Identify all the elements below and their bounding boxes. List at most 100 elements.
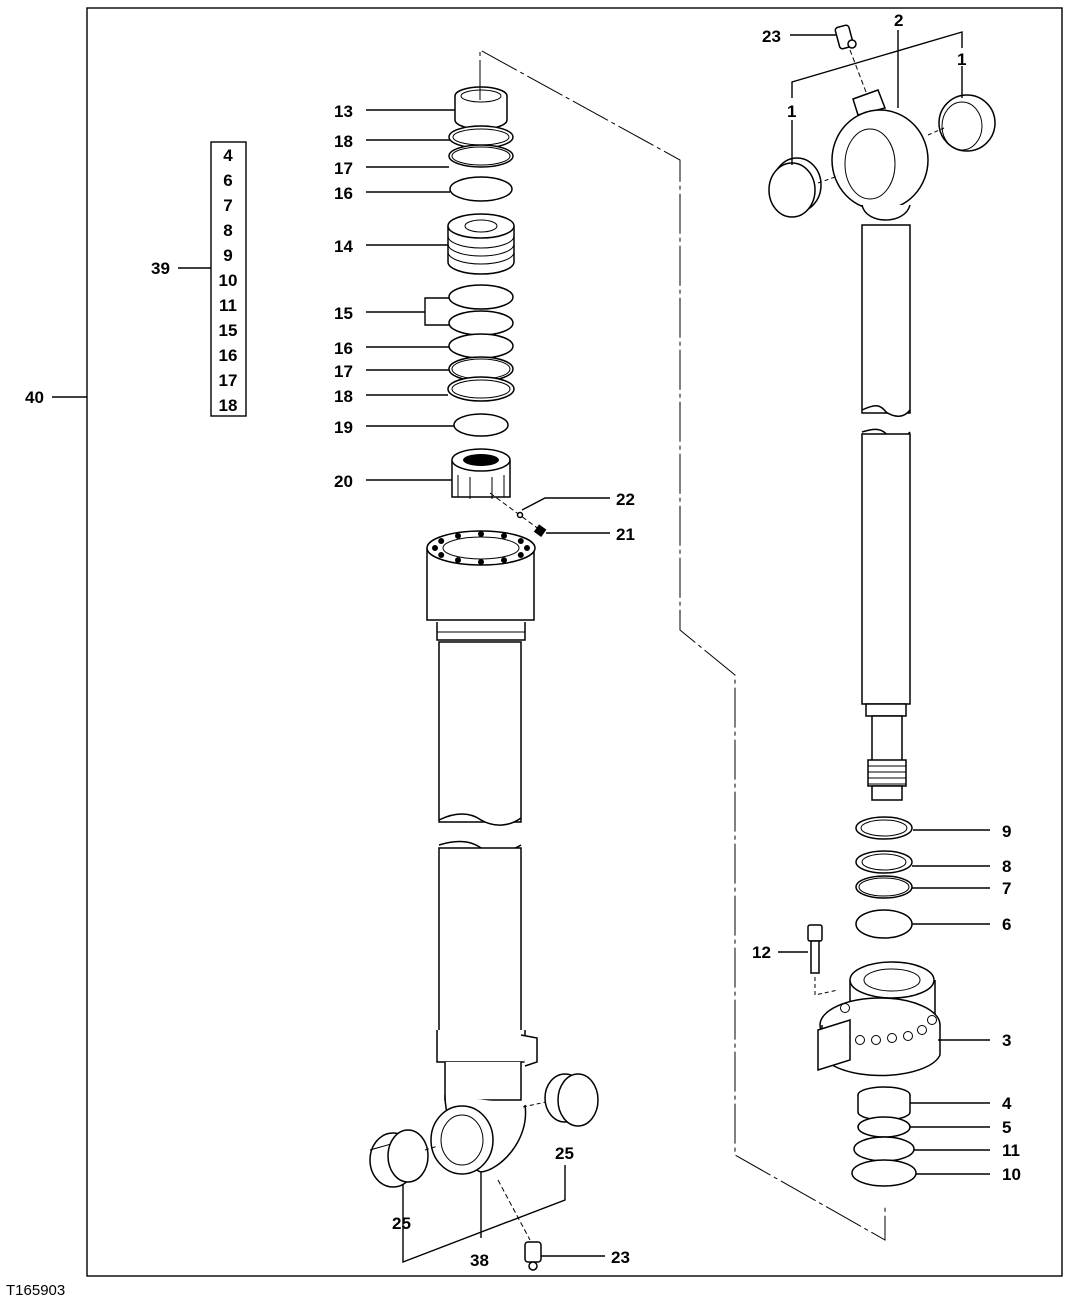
snap-ring-5 [857, 1116, 911, 1138]
diagram-frame [86, 7, 1063, 1277]
callout-14: 14 [334, 237, 353, 256]
flange-bolt-hole [517, 552, 524, 558]
grease-fitting-23-top [834, 24, 857, 50]
callout-17: 17 [334, 159, 353, 178]
assembly-callout-40: 40 [25, 388, 87, 407]
kit-item-8: 8 [223, 221, 232, 240]
callout-4: 4 [1002, 1094, 1012, 1113]
callout-1: 1 [787, 102, 796, 121]
ball-22 [516, 511, 524, 519]
callout-labels-left: 13 18 17 16 14 15 16 17 18 19 20 22 21 2… [334, 102, 635, 1270]
flange-bolt-hole [501, 557, 507, 564]
flange-bolt-hole [478, 559, 484, 565]
callout-2: 2 [894, 11, 903, 30]
rod-assembly [768, 24, 996, 1187]
callout-21: 21 [616, 525, 635, 544]
callout-18: 18 [334, 132, 353, 151]
callout-6: 6 [1002, 915, 1011, 934]
cylinder-barrel [369, 530, 599, 1271]
seal-10 [851, 1159, 917, 1187]
nut-20 [451, 448, 511, 499]
assembly-path-line [479, 49, 886, 1241]
seal-8 [855, 850, 913, 874]
grease-fitting-23-bottom [524, 1241, 542, 1271]
ring-7 [855, 875, 913, 899]
callout-labels-right: 23 2 1 1 9 8 7 6 12 3 4 5 11 10 [752, 11, 1021, 1184]
bushing-1-left [768, 157, 822, 218]
head-bolt-hole [927, 1015, 937, 1025]
oring-16a [449, 176, 513, 202]
flange-bolt-hole [432, 545, 438, 551]
callout-25: 25 [555, 1144, 574, 1163]
kit-item-9: 9 [223, 246, 232, 265]
oring-6 [855, 909, 913, 939]
kit-item-7: 7 [223, 196, 232, 215]
callout-leaders-right [778, 30, 990, 1175]
ring-11 [853, 1136, 915, 1162]
bushing-25-right [544, 1073, 599, 1127]
callout-15: 15 [334, 304, 353, 323]
flange-bolt-hole [517, 538, 524, 544]
kit-item-11: 11 [219, 296, 237, 315]
callout-9: 9 [1002, 822, 1011, 841]
ring-15b [448, 310, 514, 336]
callout-19: 19 [334, 418, 353, 437]
bolt-12 [807, 924, 823, 974]
kit-item-17: 17 [219, 371, 238, 390]
kit-item-16: 16 [219, 346, 238, 365]
svg-text:39: 39 [151, 259, 170, 278]
bushing-25-left [369, 1129, 429, 1188]
kit-item-4: 4 [223, 146, 233, 165]
flange-bolt-hole [455, 532, 461, 539]
setscrew-21 [533, 524, 547, 537]
flange-bolt-hole [478, 531, 484, 537]
kit-item-6: 6 [223, 171, 232, 190]
callout-leaders-left [366, 109, 610, 1264]
head-bolt-hole [871, 1035, 881, 1045]
head-bolt-hole [840, 1003, 850, 1013]
flange-bolt-hole [438, 552, 445, 558]
callout-18: 18 [334, 387, 353, 406]
flange-bolt-hole [438, 538, 445, 544]
wear-ring-13 [454, 86, 508, 130]
callout-5: 5 [1002, 1118, 1011, 1137]
callout-22: 22 [616, 490, 635, 509]
ring-18b [447, 376, 515, 402]
kit-item-15: 15 [219, 321, 238, 340]
callout-10: 10 [1002, 1165, 1021, 1184]
callout-23: 23 [762, 27, 781, 46]
svg-text:40: 40 [25, 388, 44, 407]
head-bolt-hole [903, 1031, 913, 1041]
washer-19 [453, 413, 509, 437]
figure-id: T165903 [6, 1282, 65, 1299]
piston-components [447, 86, 547, 537]
kit-item-10: 10 [219, 271, 238, 290]
ring-15a [448, 284, 514, 310]
flange-bolt-hole [501, 532, 507, 539]
callout-12: 12 [752, 943, 771, 962]
callout-1: 1 [957, 50, 966, 69]
oring-16b [448, 333, 514, 359]
callout-23: 23 [611, 1248, 630, 1267]
ring-17a [448, 144, 514, 168]
bushing-4 [857, 1086, 911, 1121]
flange-bolt-hole [455, 557, 461, 564]
callout-17: 17 [334, 362, 353, 381]
callout-11: 11 [1002, 1141, 1020, 1160]
seal-9 [855, 816, 913, 840]
callout-38: 38 [470, 1251, 489, 1270]
callout-25: 25 [392, 1214, 411, 1233]
flange-bolt-hole [524, 545, 530, 551]
callout-7: 7 [1002, 879, 1011, 898]
head-bolt-hole [855, 1035, 865, 1045]
callout-3: 3 [1002, 1031, 1011, 1050]
cylinder-head-3 [817, 961, 941, 1077]
callout-16: 16 [334, 184, 353, 203]
piston-14 [447, 213, 515, 275]
head-bolt-hole [917, 1025, 927, 1035]
callout-13: 13 [334, 102, 353, 121]
callout-16: 16 [334, 339, 353, 358]
bushing-1-right [938, 94, 996, 152]
